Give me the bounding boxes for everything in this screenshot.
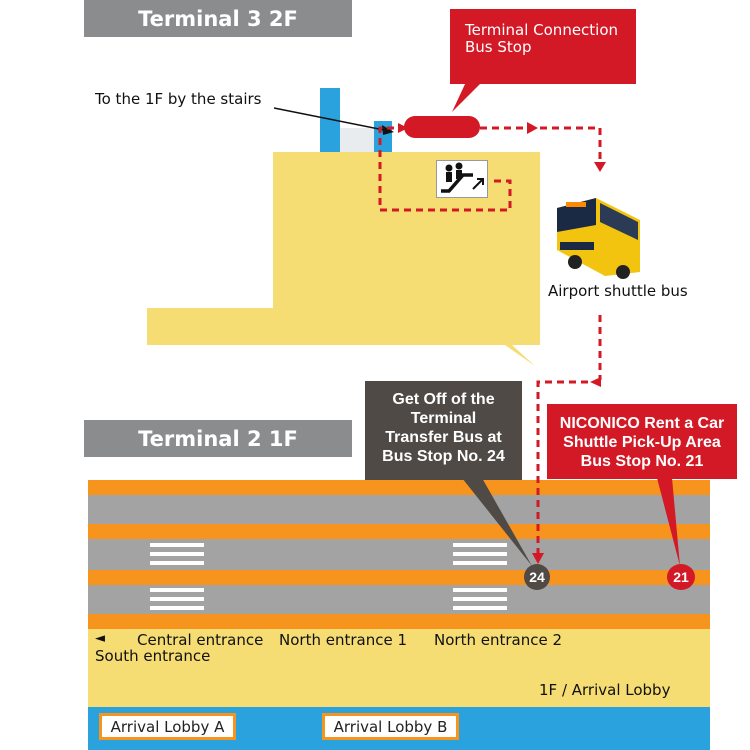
stairs-landing [340, 128, 374, 152]
arrival-lobby-b-label: Arrival Lobby B [333, 717, 448, 736]
bus-stop-callout: Terminal Connection Bus Stop [450, 9, 636, 84]
terminal3-map [147, 82, 640, 380]
stop24-callout-pointer [462, 478, 532, 566]
curb-4 [88, 614, 710, 629]
route-arrowhead-stop24 [532, 553, 544, 564]
terminal2-header-text: Terminal 2 1F [138, 426, 298, 451]
terminal3-header: Terminal 3 2F [84, 0, 352, 37]
central-entrance-label: Central entrance [137, 631, 264, 649]
stop24-callout: Get Off of the Terminal Transfer Bus at … [365, 381, 522, 480]
route-to-stop24 [536, 380, 600, 554]
crosswalk-1 [150, 543, 204, 565]
curb-3 [88, 570, 710, 585]
shuttle-label: Airport shuttle bus [548, 282, 688, 300]
stop21-callout-pointer [657, 478, 680, 566]
route-arrowhead-right [527, 122, 538, 134]
route-start-arrowhead [398, 123, 408, 133]
shuttle-bus-icon [557, 198, 640, 279]
bus-stop-21-number: 21 [673, 569, 689, 585]
bus-stop-24-number: 24 [529, 569, 545, 585]
stop21-callout: NICONICO Rent a Car Shuttle Pick-Up Area… [547, 404, 737, 479]
north-entrance-2-label: North entrance 2 [434, 631, 562, 649]
terminal2-overlay [462, 377, 680, 566]
crosswalk-4 [453, 588, 507, 610]
route-arrowhead-down [594, 162, 606, 172]
terminal2-header: Terminal 2 1F [84, 420, 352, 457]
route-arrowhead-left [590, 377, 601, 387]
arrival-lobby-a-label: Arrival Lobby A [110, 717, 225, 736]
route-escalator-loop [378, 126, 512, 212]
escalator-up-icon [441, 162, 484, 193]
bus-stop-24-marker: 24 [524, 564, 550, 590]
stairs-column-left [320, 88, 340, 152]
arrival-lobby-b: Arrival Lobby B [322, 713, 459, 740]
terminal3-building [147, 152, 540, 366]
bus-stop-callout-pointer [452, 82, 482, 112]
north-entrance-1-label: North entrance 1 [279, 631, 407, 649]
route-to-shuttle [480, 126, 602, 163]
arrival-lobby-a: Arrival Lobby A [99, 713, 236, 740]
curb-1 [88, 480, 710, 495]
escalator-icon-box [436, 160, 488, 198]
terminal2-building [88, 629, 710, 707]
bus-stop-21-marker: 21 [667, 564, 695, 590]
terminal3-header-text: Terminal 3 2F [138, 6, 298, 31]
bus-stop-capsule [404, 116, 480, 138]
curb-2 [88, 524, 710, 539]
south-entrance-label: South entrance [95, 647, 211, 665]
stairs-leader-arrowhead [382, 125, 394, 135]
arrow-left-marker: ◄ [95, 631, 105, 646]
stairs-leader-line [273, 107, 385, 131]
crosswalk-2 [150, 588, 204, 610]
arrival-lobby-floor-label: 1F / Arrival Lobby [539, 681, 671, 699]
stairs-label: To the 1F by the stairs [95, 90, 262, 108]
crosswalk-3 [453, 543, 507, 565]
